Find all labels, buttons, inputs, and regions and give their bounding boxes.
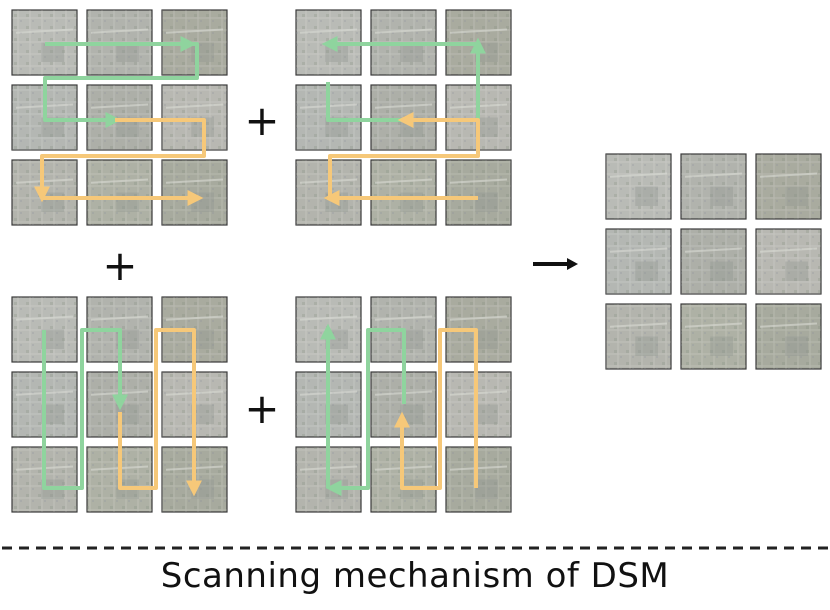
map-tile — [445, 446, 512, 513]
map-tile — [605, 303, 672, 370]
plus-sign-2: + — [102, 241, 137, 290]
panel-horizontal-backward — [295, 9, 512, 226]
map-tile — [755, 153, 822, 220]
map-tile — [605, 228, 672, 295]
map-tile — [370, 159, 437, 226]
panel-vertical-forward — [11, 296, 228, 513]
panel-horizontal-forward — [11, 9, 228, 226]
map-tile — [445, 371, 512, 438]
map-tile — [445, 159, 512, 226]
plus-sign-3: + — [244, 384, 279, 433]
merge-arrow-icon — [533, 258, 578, 270]
map-tile — [680, 153, 747, 220]
map-tile — [680, 228, 747, 295]
map-tile — [755, 228, 822, 295]
scan-path-green — [43, 42, 199, 128]
scan-path-orange — [328, 112, 480, 198]
scan-path-orange — [34, 118, 206, 203]
map-tile — [370, 84, 437, 151]
plus-sign-1: + — [244, 96, 279, 145]
scan-path-orange — [118, 328, 202, 497]
map-tile — [86, 84, 153, 151]
scan-path-orange — [394, 328, 478, 490]
map-tile — [11, 159, 78, 226]
map-tile — [680, 303, 747, 370]
figure-caption: Scanning mechanism of DSM — [160, 556, 670, 596]
panel-vertical-backward — [295, 296, 512, 513]
scan-path-green — [42, 328, 128, 490]
map-tile — [755, 303, 822, 370]
panel-merged-output — [605, 153, 822, 370]
map-tile — [605, 153, 672, 220]
map-tile — [86, 159, 153, 226]
map-tile — [161, 84, 228, 151]
map-tile — [161, 159, 228, 226]
scan-path-green — [325, 328, 406, 496]
